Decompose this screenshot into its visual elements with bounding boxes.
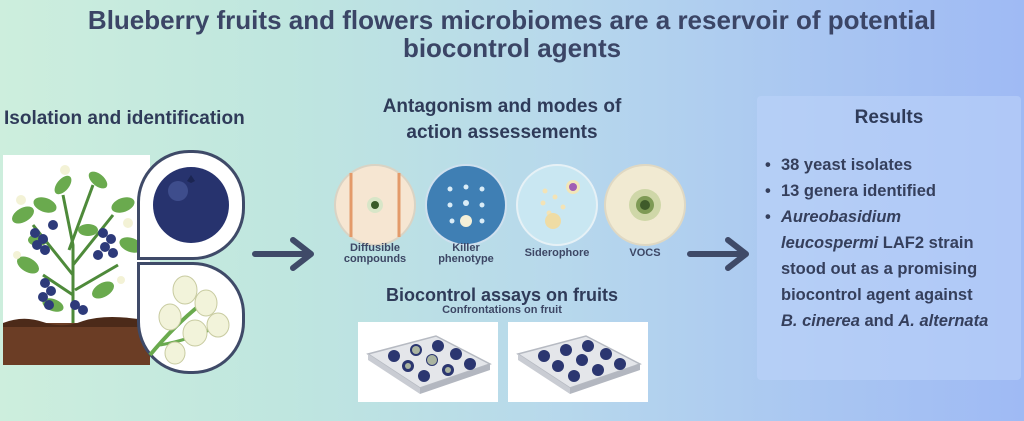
isolation-heading: Isolation and identification <box>4 108 245 129</box>
title-line-2: biocontrol agents <box>402 33 622 63</box>
result-item-isolates: •38 yeast isolates <box>765 156 913 174</box>
result-item-strain-line3: stood out as a promising <box>781 260 978 278</box>
result-item-strain-line5: B. cinerea and A. alternata <box>781 312 989 330</box>
dish-label-vocs: VOCS <box>629 247 661 259</box>
antagonism-heading: Antagonism and modes of action assesseme… <box>322 94 682 146</box>
petri-dish-siderophore-icon <box>516 164 598 246</box>
arrow-right-icon <box>687 237 749 271</box>
petri-dish-killer-icon <box>425 164 507 246</box>
blueberry-plant-icon <box>3 155 150 365</box>
fruit-tray-protected-icon <box>508 322 648 402</box>
figure-title: Blueberry fruits and flowers microbiomes… <box>0 6 1024 62</box>
petri-dish-diffusible-icon <box>334 164 416 246</box>
fruit-tray-infected-icon <box>358 322 498 402</box>
dish-label-killer: Killer phenotype <box>438 242 494 265</box>
biocontrol-subtitle: Confrontations on fruit <box>442 304 562 316</box>
antagonism-heading-line-1: Antagonism and modes of <box>382 96 622 117</box>
results-title: Results <box>854 107 924 128</box>
result-item-strain-line2: leucospermi LAF2 strain <box>781 234 974 252</box>
blueberry-fruit-icon <box>137 150 245 260</box>
result-item-strain: •Aureobasidium <box>765 208 902 226</box>
biocontrol-heading: Biocontrol assays on fruits <box>385 285 619 305</box>
result-item-genera: •13 genera identified <box>765 182 936 200</box>
arrow-right-icon <box>252 237 314 271</box>
dish-label-siderophore: Siderophore <box>524 247 590 259</box>
antagonism-heading-line-2: action assessements <box>406 122 598 143</box>
blueberry-flowers-icon <box>137 262 245 374</box>
result-item-strain-line4: biocontrol agent against <box>781 286 973 304</box>
dish-label-diffusible: Diffusible compounds <box>343 242 407 265</box>
petri-dish-vocs-icon <box>604 164 686 246</box>
title-line-1: Blueberry fruits and flowers microbiomes… <box>87 5 937 35</box>
results-list: •38 yeast isolates •13 genera identified… <box>765 152 988 334</box>
results-panel: Results •38 yeast isolates •13 genera id… <box>757 96 1021 380</box>
